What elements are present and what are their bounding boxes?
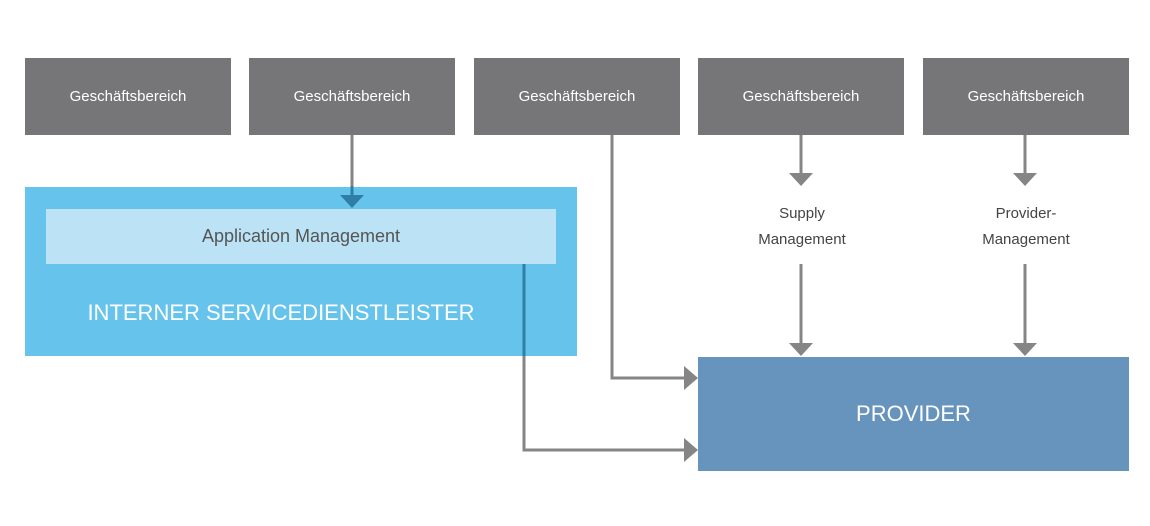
supply-management-line2: Management <box>758 231 846 248</box>
arrow-unit4-to-supply-management <box>789 135 813 186</box>
arrow-application-management-to-provider <box>522 264 698 462</box>
business-unit-2: Geschäftsbereich <box>249 58 455 135</box>
arrow-unit5-to-provider-management <box>1013 135 1037 186</box>
business-unit-5: Geschäftsbereich <box>923 58 1129 135</box>
arrow-supply-management-to-provider <box>789 264 813 356</box>
arrow-unit3-to-provider <box>610 135 698 390</box>
business-unit-3: Geschäftsbereich <box>474 58 680 135</box>
application-management-box: Application Management <box>46 209 556 264</box>
business-unit-1: Geschäftsbereich <box>25 58 231 135</box>
supply-management-line1: Supply <box>779 205 825 222</box>
arrow-provider-management-to-provider <box>1013 264 1037 356</box>
provider-management-line1: Provider- <box>995 205 1057 222</box>
provider-management-line2: Management <box>982 231 1070 248</box>
business-unit-4: Geschäftsbereich <box>698 58 904 135</box>
provider-management-label: Provider- Management <box>941 201 1111 253</box>
supply-management-label: Supply Management <box>717 201 887 253</box>
arrow-unit2-to-application-management <box>340 135 364 208</box>
provider-box: PROVIDER <box>698 357 1129 471</box>
internal-service-provider-label: INTERNER SERVICEDIENSTLEISTER <box>87 300 475 325</box>
